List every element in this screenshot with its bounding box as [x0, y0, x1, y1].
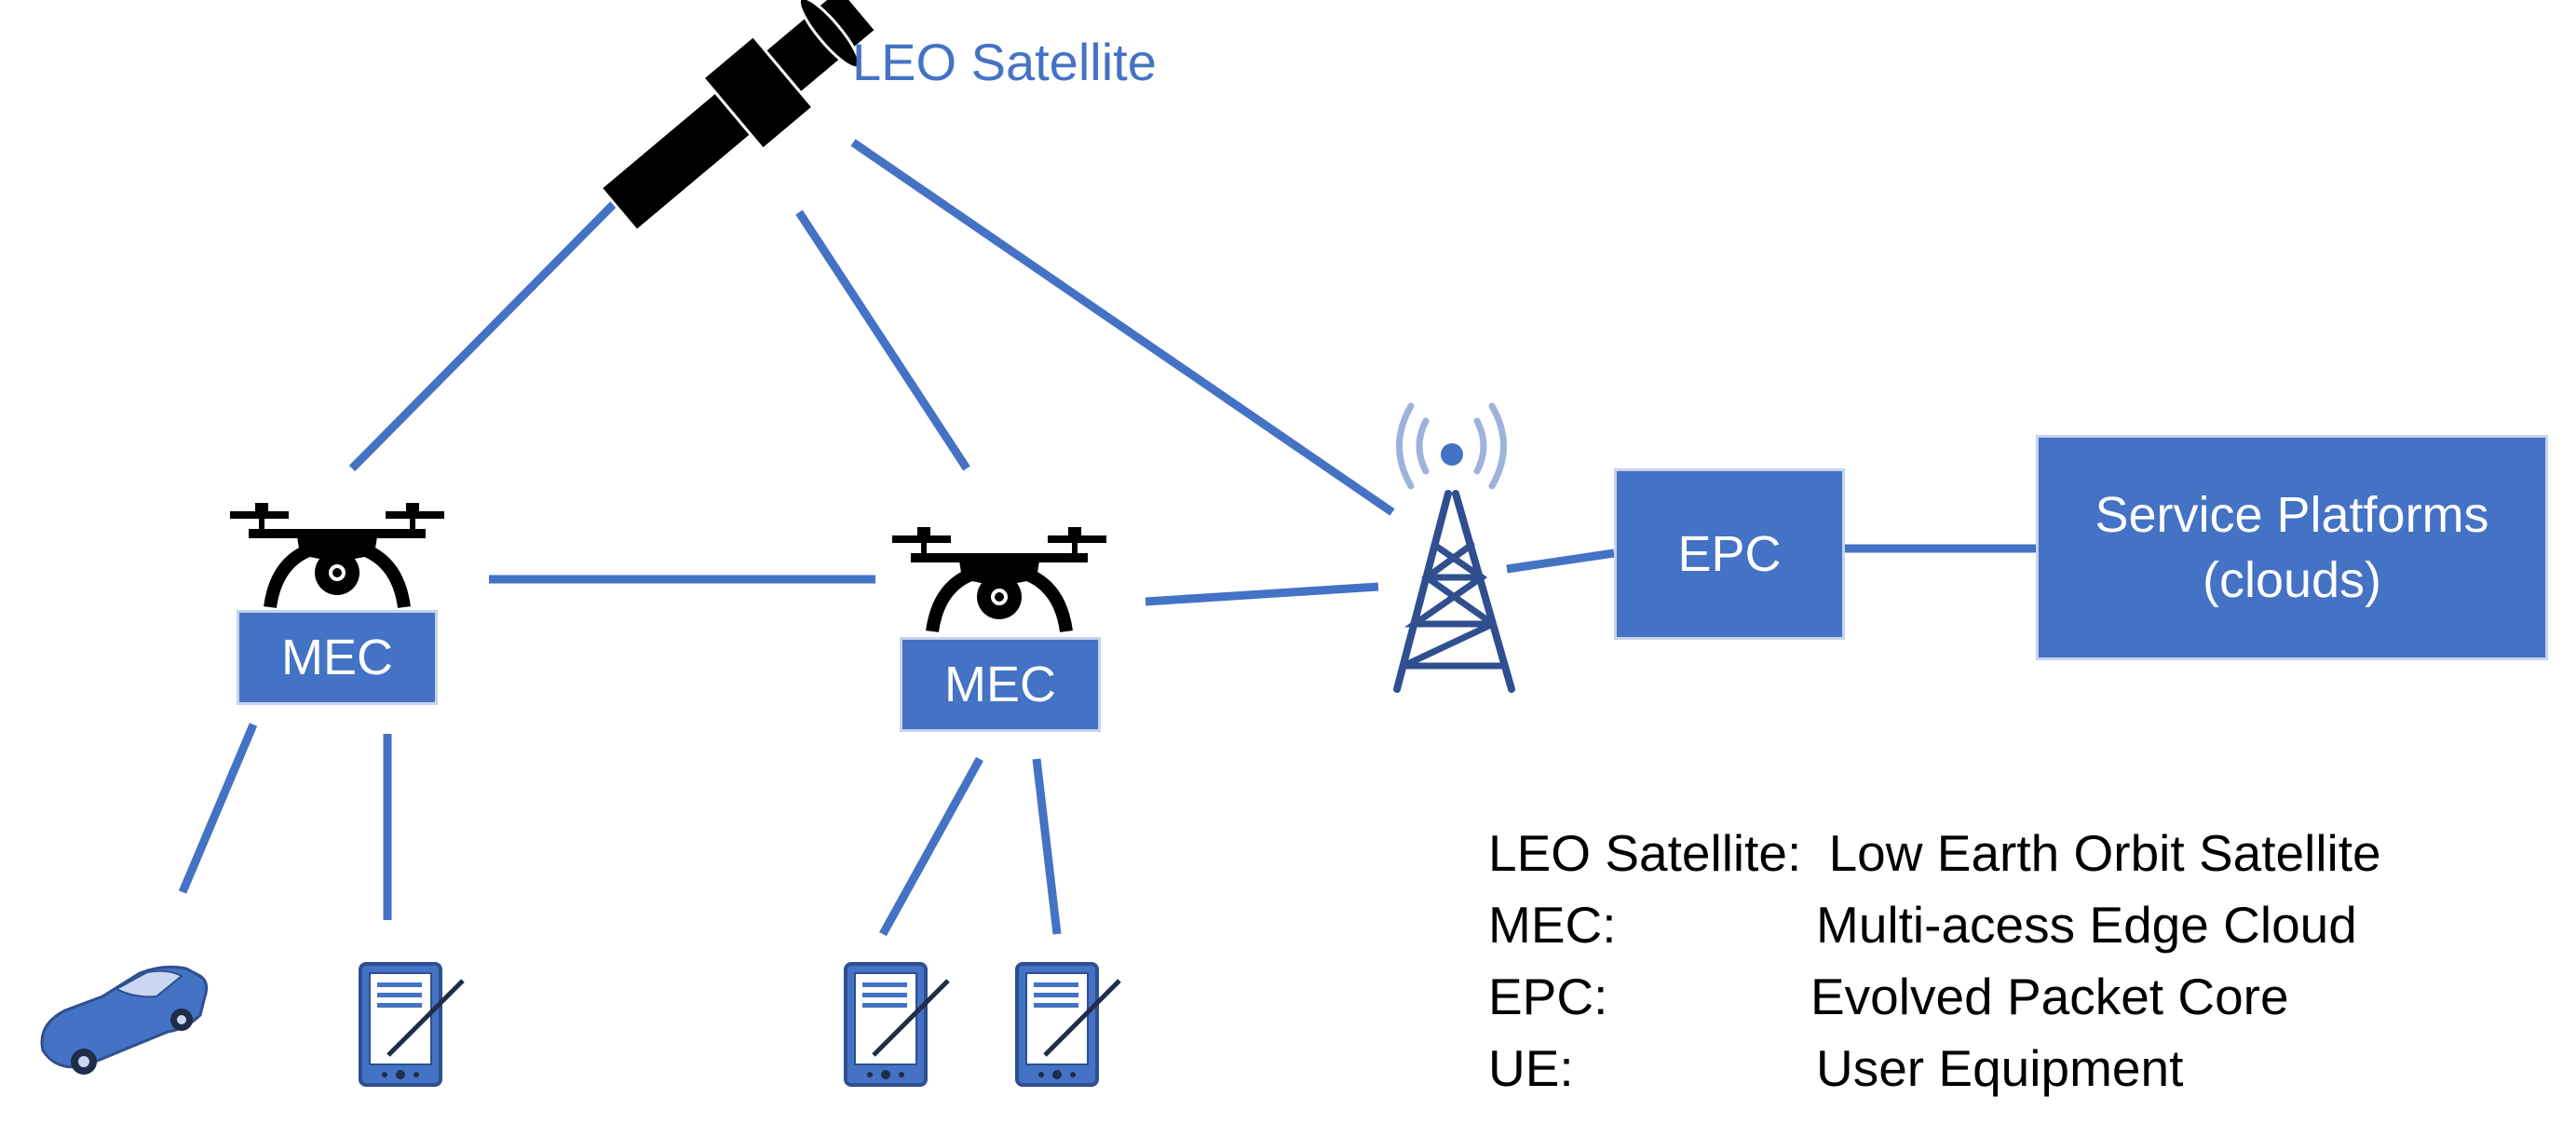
legend-term: MEC: [1488, 896, 1617, 954]
epc-box: EPC [1614, 468, 1845, 640]
link-satellite-mec-left [348, 199, 618, 472]
link-mec-center-tablet-2 [1032, 758, 1062, 935]
link-tower-epc [1506, 549, 1615, 574]
epc-label: EPC [1677, 525, 1782, 582]
link-mec-center-tablet-1 [879, 756, 983, 937]
legend-row-ue: UE: User Equipment [1488, 1038, 2183, 1098]
legend-term: LEO Satellite: [1488, 824, 1802, 882]
mec-center-label: MEC [944, 656, 1056, 712]
mec-left-label: MEC [281, 629, 393, 685]
link-mec-left-car [178, 723, 258, 894]
link-mec-center-tower [1145, 582, 1379, 606]
link-satellite-mec-center [795, 210, 970, 471]
legend-definition: Evolved Packet Core [1810, 968, 2289, 1025]
link-satellite-tower [850, 139, 1395, 516]
legend-term: UE: [1488, 1039, 1574, 1097]
legend-definition: Multi-acess Edge Cloud [1816, 896, 2357, 954]
mec-box-left: MEC [237, 610, 438, 705]
satellite-label: LEO Satellite [852, 33, 1157, 91]
legend-term: EPC: [1488, 968, 1608, 1025]
mec-box-center: MEC [900, 637, 1101, 732]
legend-row-mec: MEC: Multi-acess Edge Cloud [1488, 895, 2357, 955]
legend-row-leo: LEO Satellite: Low Earth Orbit Satellite [1488, 823, 2381, 883]
service-platforms-label: Service Platforms [2095, 486, 2489, 543]
legend-definition: Low Earth Orbit Satellite [1828, 824, 2381, 882]
legend-definition: User Equipment [1816, 1039, 2184, 1097]
service-platforms-box: Service Platforms (clouds) [2036, 435, 2548, 660]
legend-row-epc: EPC: Evolved Packet Core [1488, 967, 2289, 1026]
service-platforms-sublabel: (clouds) [2202, 552, 2382, 608]
